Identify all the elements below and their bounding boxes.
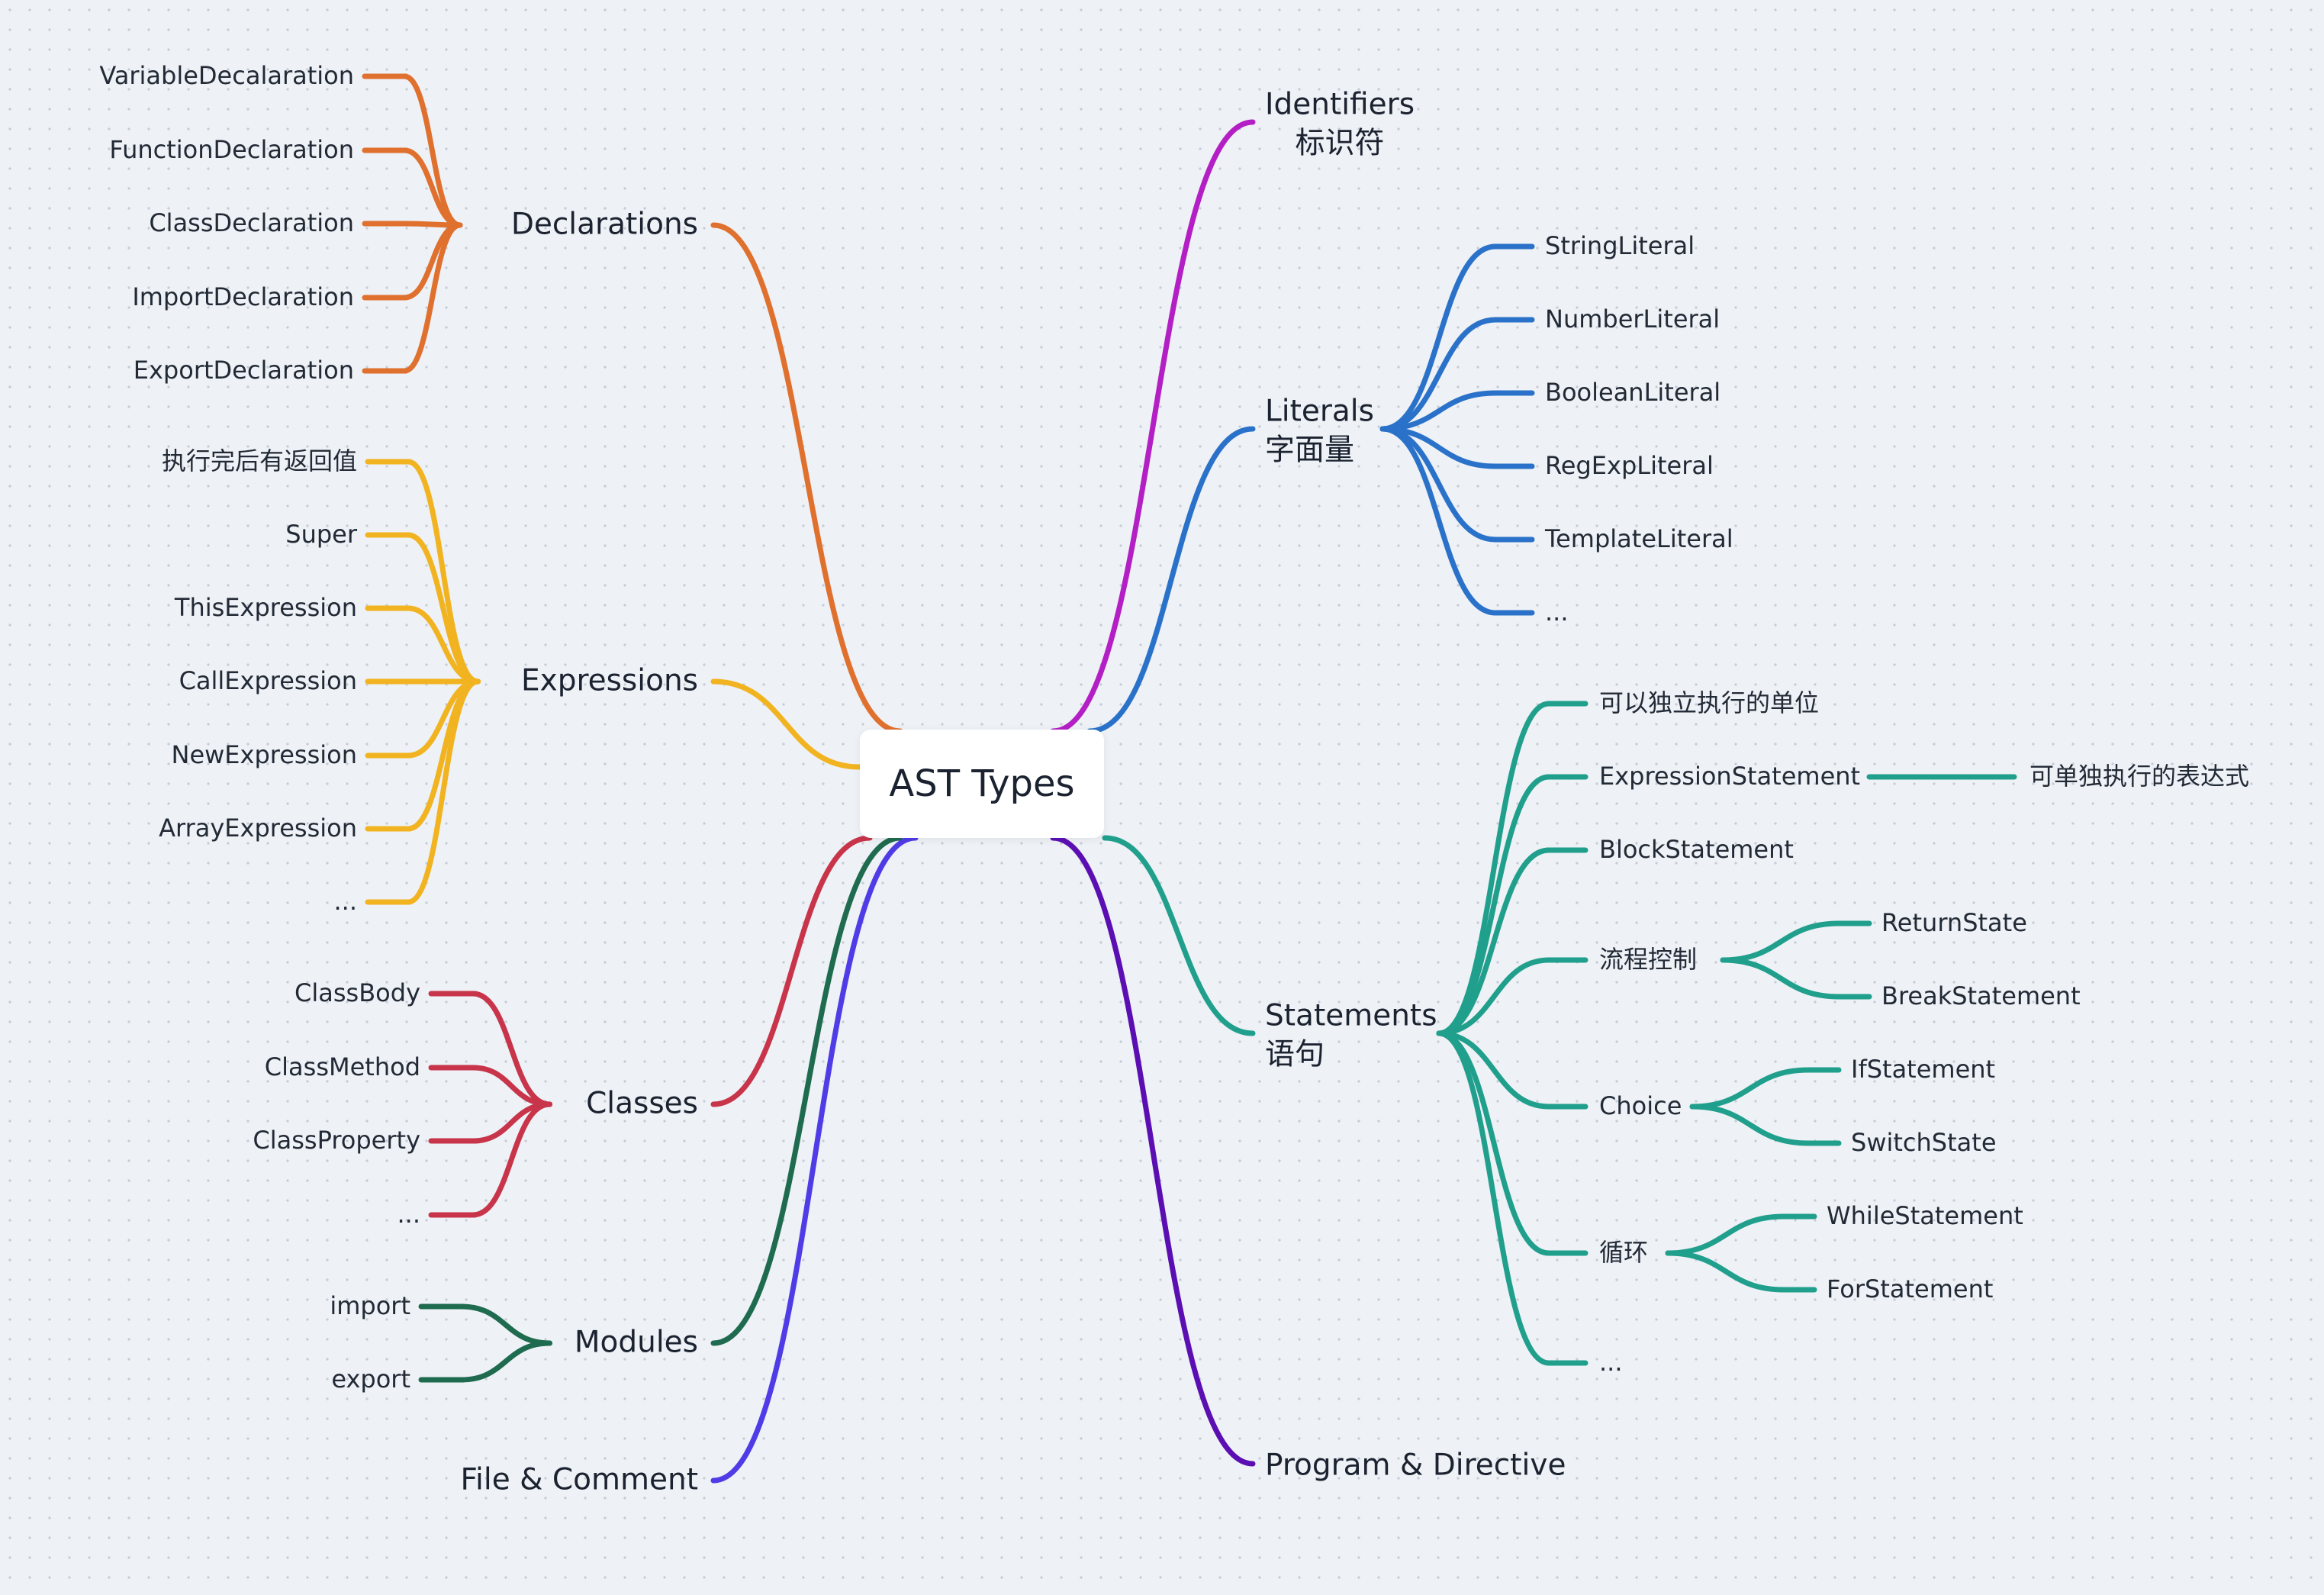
declarations-leaf[interactable]: VariableDecalaration: [99, 61, 354, 91]
classes-child-line: [470, 1101, 552, 1218]
modules-leaf[interactable]: import: [330, 1291, 410, 1321]
identifiers-node[interactable]: Identifiers 标识符: [1265, 87, 1415, 160]
literals-leaf[interactable]: BooleanLiteral: [1545, 378, 1721, 408]
statements-grandchild-leaf[interactable]: BreakStatement: [1881, 981, 2081, 1011]
statements-leaf[interactable]: ExpressionStatement: [1599, 762, 1861, 791]
statements-grandchild-leaf[interactable]: ForStatement: [1827, 1274, 1994, 1304]
expressions-leaf[interactable]: ...: [333, 887, 357, 917]
literals-child-line: [1379, 390, 1498, 432]
statements-child-line: [1436, 701, 1552, 1036]
statements-trunk-line: [1102, 835, 1256, 1036]
statements-node[interactable]: Statements 语句: [1265, 998, 1437, 1071]
statements-child-line: [1436, 1030, 1552, 1366]
literals-child-line: [1379, 243, 1498, 432]
file-comment-node[interactable]: File & Comment: [460, 1462, 698, 1497]
statements-child-line: [1436, 1030, 1552, 1110]
statements-leaf[interactable]: BlockStatement: [1599, 835, 1794, 865]
statements-child-line: [1436, 957, 1552, 1036]
modules-leaf[interactable]: export: [331, 1365, 410, 1394]
modules-child-line: [459, 1303, 552, 1346]
statements-child-line: [1436, 847, 1552, 1036]
classes-leaf[interactable]: ClassProperty: [253, 1126, 420, 1155]
modules-child-line: [459, 1340, 552, 1383]
declarations-leaf[interactable]: ExportDeclaration: [133, 356, 354, 385]
declarations-leaf[interactable]: ImportDeclaration: [132, 282, 354, 312]
classes-leaf[interactable]: ClassBody: [295, 978, 420, 1008]
declarations-trunk-line: [710, 222, 903, 734]
statements-grandchild-line: [1689, 1067, 1811, 1110]
literals-node[interactable]: Literals 字面量: [1265, 394, 1374, 467]
literals-leaf[interactable]: StringLiteral: [1545, 231, 1695, 261]
statements-leaf[interactable]: Choice: [1599, 1091, 1682, 1121]
statements-grandchild-line: [1689, 1104, 1811, 1146]
declarations-leaf[interactable]: FunctionDeclaration: [109, 135, 354, 165]
literals-trunk-line: [1086, 426, 1256, 734]
classes-leaf[interactable]: ...: [397, 1200, 420, 1229]
classes-leaf[interactable]: ClassMethod: [264, 1052, 420, 1082]
expressions-leaf[interactable]: 执行完后有返回值: [161, 446, 357, 476]
identifiers-trunk-line: [1050, 119, 1256, 734]
statements-grandchild-line: [1720, 957, 1842, 1000]
literals-leaf[interactable]: TemplateLiteral: [1545, 524, 1733, 554]
expressions-leaf[interactable]: ArrayExpression: [159, 814, 357, 843]
classes-node[interactable]: Classes: [586, 1086, 698, 1121]
literals-child-line: [1379, 317, 1498, 432]
declarations-child-line: [401, 147, 463, 228]
connector-lines: [362, 73, 2017, 1484]
modules-trunk-line: [710, 835, 903, 1346]
expressions-node[interactable]: Expressions: [520, 663, 698, 698]
statements-grandchild-leaf[interactable]: SwitchState: [1851, 1128, 1997, 1158]
classes-child-line: [470, 1065, 552, 1107]
program-directive-trunk-line: [1050, 835, 1256, 1467]
statements-grandchild-line: [1720, 920, 1842, 963]
expressions-leaf[interactable]: ThisExpression: [174, 593, 357, 623]
expressions-child-line: [405, 605, 481, 685]
file-comment-trunk-line: [710, 835, 919, 1484]
expressions-child-line: [405, 678, 481, 905]
expressions-leaf[interactable]: CallExpression: [179, 666, 357, 696]
classes-child-line: [470, 991, 552, 1107]
statements-grandchild-leaf[interactable]: IfStatement: [1851, 1055, 1996, 1084]
modules-node[interactable]: Modules: [574, 1325, 698, 1360]
literals-leaf[interactable]: RegExpLiteral: [1545, 451, 1714, 481]
program-directive-node[interactable]: Program & Directive: [1265, 1448, 1566, 1483]
statements-leaf[interactable]: ...: [1599, 1348, 1623, 1378]
expressions-trunk-line: [710, 678, 862, 770]
expressions-leaf[interactable]: NewExpression: [171, 740, 358, 770]
root-node[interactable]: AST Types: [860, 730, 1104, 838]
statements-leaf[interactable]: 流程控制: [1599, 945, 1698, 975]
statements-leaf[interactable]: 可以独立执行的单位: [1599, 688, 1820, 718]
declarations-leaf[interactable]: ClassDeclaration: [149, 208, 354, 238]
statements-leaf[interactable]: 循环: [1599, 1238, 1649, 1268]
declarations-node[interactable]: Declarations: [510, 207, 698, 242]
literals-leaf[interactable]: ...: [1545, 598, 1569, 627]
literals-child-line: [1379, 426, 1498, 616]
expressions-leaf[interactable]: Super: [285, 520, 357, 549]
statements-grandchild-line: [1665, 1213, 1787, 1256]
literals-leaf[interactable]: NumberLiteral: [1545, 304, 1720, 334]
declarations-child-line: [401, 222, 463, 374]
expressions-child-line: [405, 532, 481, 685]
statements-grandchild-leaf[interactable]: ReturnState: [1881, 908, 2027, 938]
statements-grandchild-leaf[interactable]: 可单独执行的表达式: [2029, 762, 2250, 791]
classes-trunk-line: [710, 835, 873, 1107]
statements-grandchild-leaf[interactable]: WhileStatement: [1827, 1201, 2023, 1231]
statements-grandchild-line: [1665, 1250, 1787, 1293]
